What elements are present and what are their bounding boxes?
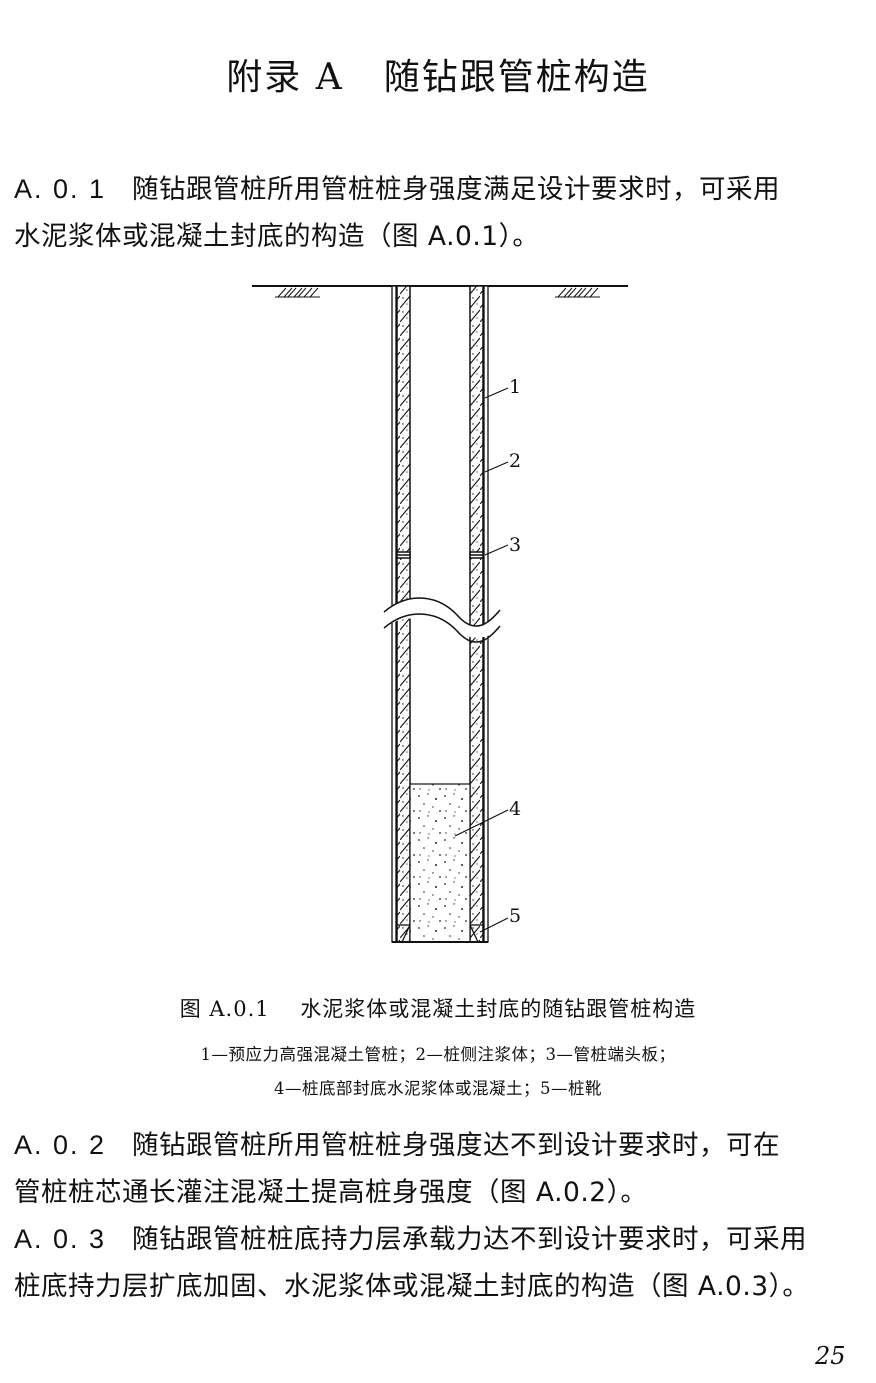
appendix-title-main: 随钻跟管桩构造 xyxy=(383,57,650,98)
break-symbol xyxy=(383,597,501,643)
figure-caption: 图 A.0.1 水泥浆体或混凝土封底的随钻跟管桩构造 xyxy=(0,993,876,1023)
label-4: 4 xyxy=(509,798,521,820)
figure-caption-text: 水泥浆体或混凝土封底的随钻跟管桩构造 xyxy=(300,997,697,1021)
clause-a03-line1: A. 0. 3 随钻跟管桩桩底持力层承载力达不到设计要求时，可采用 xyxy=(14,1216,874,1263)
clause-text: 随钻跟管桩所用管桩桩身强度达不到设计要求时，可在 xyxy=(132,1130,781,1161)
clause-a02-line2: 管桩桩芯通长灌注混凝土提高桩身强度（图 A.0.2）。 xyxy=(14,1177,648,1208)
clause-number: A. 0. 2 xyxy=(14,1130,107,1160)
clause-a01-line1: A. 0. 1 随钻跟管桩所用管桩桩身强度满足设计要求时，可采用 xyxy=(14,166,874,213)
clause-a02: A. 0. 2 随钻跟管桩所用管桩桩身强度达不到设计要求时，可在 管桩桩芯通长灌注… xyxy=(14,1122,874,1216)
appendix-title: 附录 A 随钻跟管桩构造 xyxy=(0,48,876,100)
clause-a01: A. 0. 1 随钻跟管桩所用管桩桩身强度满足设计要求时，可采用 水泥浆体或混凝土… xyxy=(14,166,874,260)
leader-lines xyxy=(454,387,509,933)
clause-number: A. 0. 3 xyxy=(14,1224,107,1254)
label-5: 5 xyxy=(509,905,521,927)
figure-legend-line1: 1—预应力高强混凝土管桩；2—桩侧注浆体；3—管桩端头板； xyxy=(200,1045,676,1064)
clause-a03: A. 0. 3 随钻跟管桩桩底持力层承载力达不到设计要求时，可采用 桩底持力层扩底… xyxy=(14,1216,874,1310)
page-number: 25 xyxy=(815,1342,846,1370)
bottom-seal-fill xyxy=(409,783,471,943)
pile-wall-right xyxy=(469,285,489,943)
clause-a01-line2: 水泥浆体或混凝土封底的构造（图 A.0.1）。 xyxy=(14,221,540,252)
clause-text: 随钻跟管桩所用管桩桩身强度满足设计要求时，可采用 xyxy=(132,174,781,205)
figure-id: 图 A.0.1 xyxy=(179,997,270,1021)
clause-number: A. 0. 1 xyxy=(14,174,107,204)
clause-text: 随钻跟管桩桩底持力层承载力达不到设计要求时，可采用 xyxy=(132,1224,808,1255)
soil-symbol-right xyxy=(555,287,600,298)
pile-construction-diagram: 1 2 3 4 5 xyxy=(252,285,628,943)
soil-symbol-left xyxy=(275,287,320,298)
label-1: 1 xyxy=(509,376,521,398)
label-3: 3 xyxy=(509,534,521,556)
end-plate-joint xyxy=(396,551,484,559)
figure-legend-line2: 4—桩底部封底水泥浆体或混凝土；5—桩靴 xyxy=(274,1079,602,1098)
appendix-title-prefix: 附录 A xyxy=(226,57,344,98)
clause-a02-line1: A. 0. 2 随钻跟管桩所用管桩桩身强度达不到设计要求时，可在 xyxy=(14,1122,874,1169)
pile-shoe xyxy=(397,924,483,943)
clause-a03-line2: 桩底持力层扩底加固、水泥浆体或混凝土封底的构造（图 A.0.3）。 xyxy=(14,1271,810,1302)
label-2: 2 xyxy=(509,450,521,472)
